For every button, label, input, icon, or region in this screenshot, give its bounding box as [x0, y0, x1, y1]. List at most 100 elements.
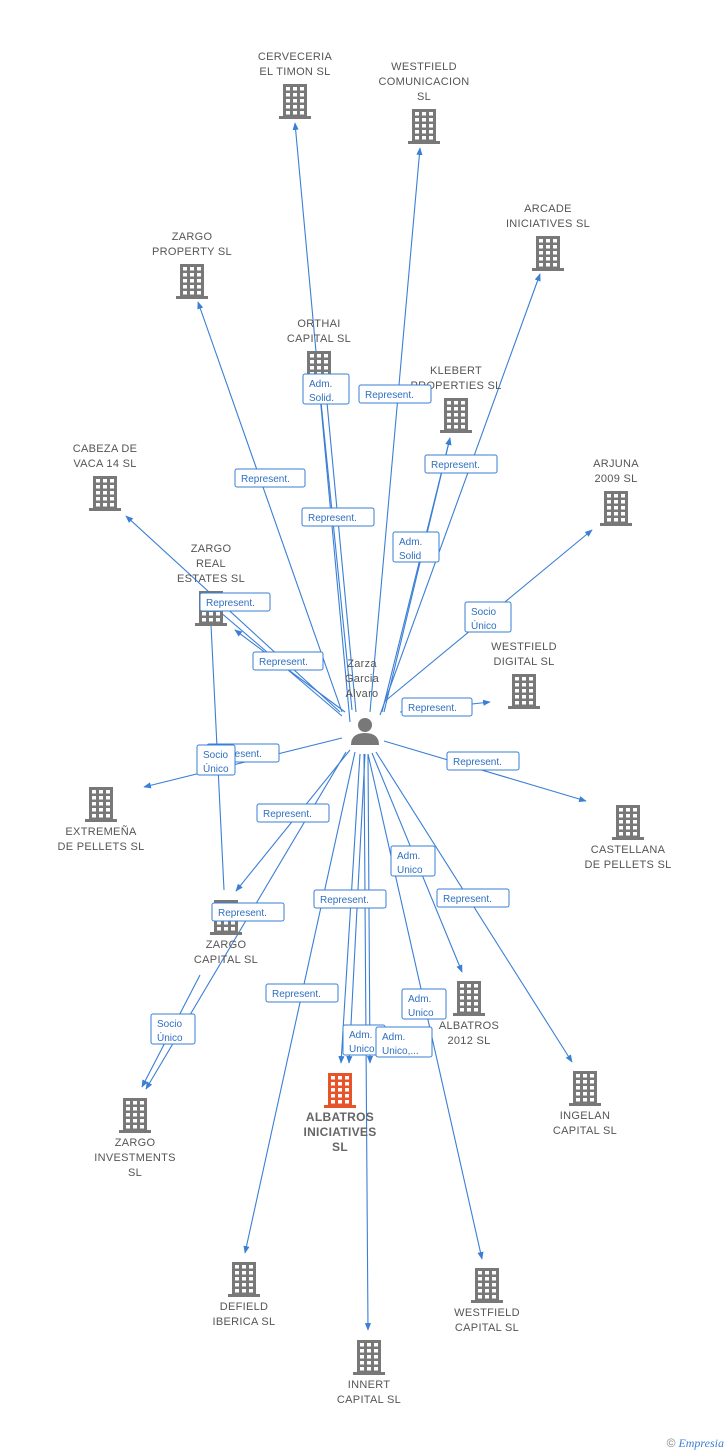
edge-label-cerveceria[interactable]: Represent.: [234, 468, 306, 488]
edge-label-text: Adm.: [309, 379, 332, 390]
edge-label-text: Adm.: [349, 1030, 372, 1041]
building-icon: [89, 476, 121, 511]
company-node-arcade[interactable]: ARCADE INICIATIVES SL: [506, 203, 590, 271]
company-name-label: VACA 14 SL: [73, 458, 136, 470]
company-name-label: WESTFIELD: [491, 641, 557, 653]
building-icon: [324, 1073, 356, 1108]
building-icon: [85, 787, 117, 822]
edge-label-defield[interactable]: Represent.: [265, 983, 339, 1003]
edge-label-text: Represent.: [365, 390, 414, 401]
edge-label-text: Adm.: [408, 994, 431, 1005]
edge-label-text: Único: [203, 762, 229, 775]
edge-label-klebert[interactable]: Adm.Solid: [392, 531, 440, 563]
company-name-label: ARCADE: [524, 203, 572, 215]
company-name-label: PROPERTIES SL: [410, 380, 501, 392]
edge-label-text: Represent.: [431, 460, 480, 471]
edge-label-castellana[interactable]: Represent.: [446, 751, 520, 771]
edge-label-text: Represent.: [241, 474, 290, 485]
company-name-label: INVESTMENTS: [94, 1152, 176, 1164]
company-name-label: DIGITAL SL: [493, 656, 554, 668]
edge-label-albatros_iniciatives[interactable]: Adm. Unico,...: [375, 1026, 433, 1058]
person-name-label: Alvaro: [346, 688, 379, 700]
company-name-label: ESTATES SL: [177, 573, 245, 585]
edge-label-arcade[interactable]: Represent.: [424, 454, 498, 474]
person-name-label: Zarza: [347, 658, 377, 670]
edge-label-westfield_capital[interactable]: Adm.Unico: [401, 988, 447, 1020]
building-icon: [228, 1262, 260, 1297]
building-icon: [176, 264, 208, 299]
company-name-label: DE PELLETS SL: [584, 859, 671, 871]
edge-label-zargo_real[interactable]: Represent.: [199, 592, 271, 612]
edge-label-text: Solid.: [309, 393, 334, 404]
edge-line-zargo_property: [197, 301, 343, 713]
edge-label-text: Socio: [203, 750, 228, 761]
edge-label-text: Adm.: [382, 1032, 405, 1043]
building-icon: [532, 236, 564, 271]
edge-label-westfield_digital[interactable]: Represent.: [401, 697, 473, 717]
edge-label-albatros_iniciatives[interactable]: Represent.: [313, 889, 387, 909]
company-node-cabeza[interactable]: CABEZA DE VACA 14 SL: [73, 443, 137, 511]
edge-label-text: Unico,...: [382, 1046, 419, 1057]
company-name-label: KLEBERT: [430, 365, 482, 377]
building-icon: [600, 491, 632, 526]
company-node-westfield_digital[interactable]: WESTFIELD DIGITAL SL: [491, 641, 557, 709]
company-node-klebert[interactable]: KLEBERT PROPERTIES SL: [410, 365, 501, 433]
edge-label-text: Represent.: [443, 894, 492, 905]
edge-label-albatros2012[interactable]: Adm.Unico: [390, 845, 436, 877]
edge-label-orthai[interactable]: Adm. Solid.: [302, 373, 350, 405]
building-icon: [279, 84, 311, 119]
edge-label-zargo_real[interactable]: Represent.: [252, 651, 324, 671]
company-name-label: INICIATIVES SL: [506, 218, 590, 230]
edge-line-cerveceria: [292, 122, 351, 723]
edge-label-text: Socio: [157, 1019, 182, 1030]
company-name-label: COMUNICACION: [379, 76, 470, 88]
edge-labels-layer: Represent. Represent. Represent. Adm. Solid.…: [150, 373, 520, 1058]
edge-line-westfield_com: [369, 147, 423, 713]
copyright-mark: ©: [666, 1436, 676, 1450]
company-name-label: ALBATROS: [306, 1110, 374, 1124]
company-name-label: CERVECERIA: [258, 51, 333, 63]
edge-label-text: Represent.: [408, 703, 457, 714]
edge-label-text: Represent.: [213, 749, 262, 760]
company-name-label: ZARGO: [191, 543, 232, 555]
edge-label-westfield_com[interactable]: Represent.: [358, 384, 432, 404]
company-name-label: CABEZA DE: [73, 443, 137, 455]
company-name-label: INICIATIVES: [303, 1125, 376, 1139]
edge-line-castellana: [383, 740, 587, 802]
edge-label-ingelan[interactable]: Represent.: [436, 888, 510, 908]
edge-line-arcade: [379, 273, 541, 716]
edge-label-zargo_capital[interactable]: Represent.: [256, 803, 330, 823]
edge-label-text: Adm.: [397, 851, 420, 862]
company-name-label: CAPITAL SL: [553, 1125, 617, 1137]
edge-label-orthai[interactable]: Represent.: [301, 507, 375, 527]
building-icon: [440, 398, 472, 433]
edge-label-text: Represent.: [206, 598, 255, 609]
edge-label-zargo_investments[interactable]: Represent.: [211, 902, 285, 922]
building-icon: [453, 981, 485, 1016]
company-name-label: PROPERTY SL: [152, 246, 232, 258]
edge-label-text: Represent.: [453, 757, 502, 768]
company-name-label: WESTFIELD: [454, 1307, 520, 1319]
company-name-label: WESTFIELD: [391, 61, 457, 73]
company-node-westfield_capital[interactable]: WESTFIELD CAPITAL SL: [454, 1268, 520, 1334]
edge-line-orthai: [323, 391, 357, 713]
company-name-label: CAPITAL SL: [455, 1322, 519, 1334]
